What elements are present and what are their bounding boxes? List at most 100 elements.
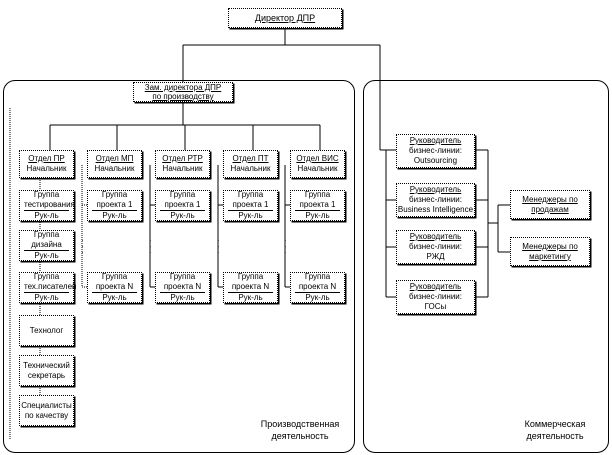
group-name: проекта N: [92, 282, 137, 293]
group-label: Группа: [169, 190, 196, 199]
ellipsis-dots: ···: [217, 236, 220, 257]
group-name: тестирования: [24, 200, 75, 211]
group-lead: Рук-ль: [170, 211, 195, 220]
ellipsis-dots: ···: [149, 236, 152, 257]
group-lead: Рук-ль: [34, 251, 59, 260]
business-line-label: бизнес-линии:: [409, 195, 462, 204]
deputy-box[interactable]: Зам. директора ДПР по производству: [133, 82, 233, 102]
production-label-line1: Производственная: [260, 419, 340, 429]
group-lead: Рук-ль: [170, 293, 195, 302]
managers-line2: маркетингу: [529, 251, 571, 261]
ellipsis-dots: ···: [284, 236, 287, 257]
group-label: Группа: [33, 190, 60, 199]
group-label: Группа: [33, 230, 60, 239]
group-lead: Рук-ль: [238, 293, 263, 302]
managers-line2: продажам: [531, 204, 569, 214]
department-head: Начальник: [297, 164, 338, 173]
group-lead: Рук-ль: [305, 293, 330, 302]
production-label: Производственная деятельность: [245, 418, 355, 442]
group-lead: Рук-ль: [102, 211, 127, 220]
group-label: Группа: [169, 272, 196, 281]
business-line-name: Business Intelligence: [397, 205, 474, 214]
department-head: Начальник: [26, 164, 67, 173]
group-name: проекта N: [228, 282, 273, 293]
business-line-title: Руководитель: [409, 185, 462, 194]
production-panel: [3, 80, 355, 453]
group-name: проекта 1: [92, 200, 137, 211]
staff-box[interactable]: Технолог: [19, 315, 74, 346]
group-label: Группа: [101, 190, 128, 199]
business-line-label: бизнес-линии:: [409, 146, 462, 155]
group-name: проекта 1: [295, 200, 340, 211]
group-name: проекта N: [295, 282, 340, 293]
group-lead: Рук-ль: [238, 211, 263, 220]
department-name: Отдел ПТ: [232, 154, 269, 163]
department-head: Начальник: [230, 164, 271, 173]
group-lead: Рук-ль: [305, 211, 330, 220]
business-line-name: Outsourcing: [413, 156, 458, 165]
group-name: проекта 1: [160, 200, 205, 211]
staff-line1: Специалисты: [21, 400, 72, 410]
department-head: Начальник: [94, 164, 135, 173]
group-label: Группа: [101, 272, 128, 281]
staff-line1: Технический: [23, 360, 70, 370]
staff-line2: секретарь: [27, 370, 66, 380]
commercial-panel: [363, 80, 609, 453]
department-name: Отдел РТР: [162, 154, 203, 163]
production-label-line2: деятельность: [271, 431, 329, 441]
group-lead: Рук-ль: [102, 293, 127, 302]
group-name: дизайна: [24, 240, 69, 251]
department-name: Отдел ВИС: [296, 154, 339, 163]
business-line-name: РЖД: [426, 252, 445, 261]
managers-line1: Менеджеры по: [522, 194, 578, 204]
business-line-name: ГОСы: [424, 302, 447, 311]
director-box[interactable]: Директор ДПР: [228, 8, 342, 28]
department-head: Начальник: [162, 164, 203, 173]
business-line-title: Руководитель: [409, 136, 462, 145]
group-name: проекта 1: [228, 200, 273, 211]
group-name: проекта N: [160, 282, 205, 293]
group-label: Группа: [33, 272, 60, 281]
group-label: Группа: [237, 190, 264, 199]
ellipsis-dots: ···: [81, 236, 84, 257]
group-label: Группа: [237, 272, 264, 281]
business-line-title: Руководитель: [409, 232, 462, 241]
staff-line2: по качеству: [24, 410, 69, 420]
group-label: Группа: [304, 272, 331, 281]
group-lead: Рук-ль: [34, 211, 59, 220]
commercial-label-line2: деятельность: [526, 431, 584, 441]
business-line-label: бизнес-линии:: [409, 242, 462, 251]
managers-line1: Менеджеры по: [522, 241, 578, 251]
business-line-label: бизнес-линии:: [409, 292, 462, 301]
group-name: тех.писателей: [24, 282, 77, 293]
group-lead: Рук-ль: [34, 293, 59, 302]
business-line-title: Руководитель: [409, 282, 462, 291]
director-title: Директор ДПР: [254, 13, 316, 23]
